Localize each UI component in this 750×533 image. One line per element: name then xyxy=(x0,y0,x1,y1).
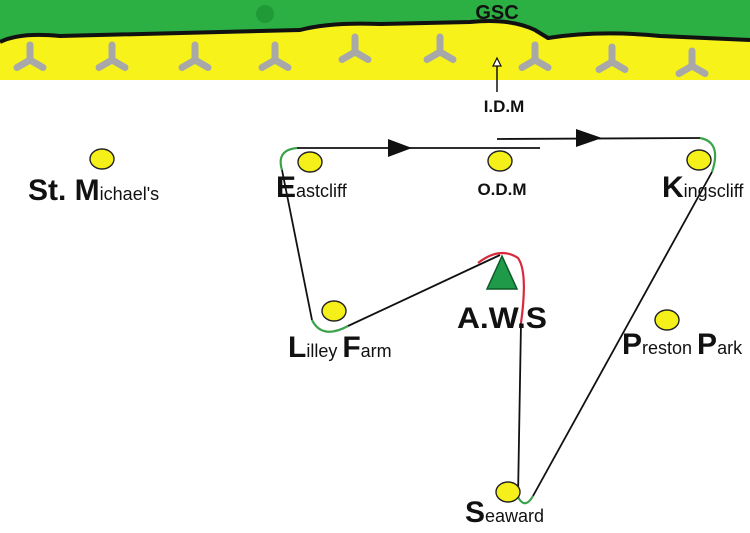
label-odm: O.D.M xyxy=(477,180,526,199)
label-rest: arm xyxy=(361,341,392,361)
coast-label: GSC xyxy=(475,2,518,24)
wind-turbine-icon xyxy=(675,47,709,77)
buoy-preston-park xyxy=(654,309,680,331)
buoy-eastcliff xyxy=(297,151,323,173)
wind-turbines xyxy=(13,33,709,77)
coastline: GSC xyxy=(0,0,750,81)
turbine-blade xyxy=(338,48,359,63)
label-rest: ichael's xyxy=(100,184,159,204)
label-initial: K xyxy=(662,171,684,204)
wind-turbine-icon xyxy=(13,41,47,71)
arrowhead-right-icon xyxy=(576,129,602,147)
label-rest: eaward xyxy=(485,506,544,526)
label-preston-park: Preston Park xyxy=(622,328,743,361)
label-initial: O.D.M xyxy=(477,180,526,199)
rounding-arc-lilley-farm xyxy=(311,319,349,333)
course-leg xyxy=(532,171,713,497)
wind-turbine-icon xyxy=(178,41,212,71)
turbine-blade xyxy=(595,58,616,73)
label-initial: L xyxy=(288,331,306,364)
coast-line xyxy=(0,19,750,44)
label-st-michaels: St. Michael's xyxy=(28,174,159,207)
turbine-blade xyxy=(95,56,116,71)
label-initial: F xyxy=(342,331,360,364)
idm-label: I.D.M xyxy=(484,97,525,116)
mark-labels: St. Michael's Eastcliff O.D.M Kingscliff… xyxy=(28,171,744,529)
label-initial: P xyxy=(697,328,717,361)
label-rest: illey xyxy=(306,341,342,361)
marks xyxy=(89,148,712,503)
turbine-blade xyxy=(178,56,199,71)
label-eastcliff: Eastcliff xyxy=(276,171,348,204)
buoy-seaward xyxy=(495,481,521,503)
rounding-arc-aws xyxy=(477,251,525,324)
turbine-blade xyxy=(675,62,696,77)
wind-turbine-icon xyxy=(595,43,629,73)
label-rest: reston xyxy=(642,338,697,358)
label-seaward: Seaward xyxy=(465,496,544,529)
label-rest: ark xyxy=(717,338,743,358)
course-leg xyxy=(281,169,313,321)
buoy-st-michaels xyxy=(89,148,115,170)
land-feature-dot xyxy=(256,5,274,23)
wind-turbine-icon xyxy=(258,41,292,71)
aws-marker: A.W.S xyxy=(457,254,547,335)
label-initial: S xyxy=(465,496,485,529)
label-initial: St. M xyxy=(28,174,100,207)
aws-triangle xyxy=(485,254,519,290)
wind-turbine-icon xyxy=(338,33,372,63)
label-initial: E xyxy=(276,171,296,204)
course-leg xyxy=(517,322,522,498)
arrowhead-right-icon xyxy=(388,139,412,157)
wind-turbine-icon xyxy=(95,41,129,71)
turbine-blade xyxy=(13,56,34,71)
turbine-blade xyxy=(423,48,444,63)
aws-label: A.W.S xyxy=(457,302,547,335)
rounding-arc-seaward xyxy=(517,495,534,505)
label-rest: astcliff xyxy=(296,181,348,201)
buoy-kingscliff xyxy=(686,149,712,171)
rounding-arc-eastcliff xyxy=(279,146,298,171)
wind-turbine-icon xyxy=(423,33,457,63)
wind-turbine-icon xyxy=(518,41,552,71)
buoy-lilley-farm xyxy=(321,300,347,322)
course-leg xyxy=(347,254,501,327)
idm-marker: I.D.M xyxy=(484,56,525,116)
label-initial: P xyxy=(622,328,642,361)
label-rest: ingscliff xyxy=(684,181,745,201)
race-course xyxy=(279,129,717,505)
arrow-up-icon-head xyxy=(492,56,502,67)
label-lilley-farm: Lilley Farm xyxy=(288,331,392,364)
buoy-odm xyxy=(487,150,513,172)
rounding-arc-kingscliff xyxy=(699,136,717,173)
turbine-blade xyxy=(518,56,539,71)
label-kingscliff: Kingscliff xyxy=(662,171,744,204)
turbine-blade xyxy=(258,56,279,71)
